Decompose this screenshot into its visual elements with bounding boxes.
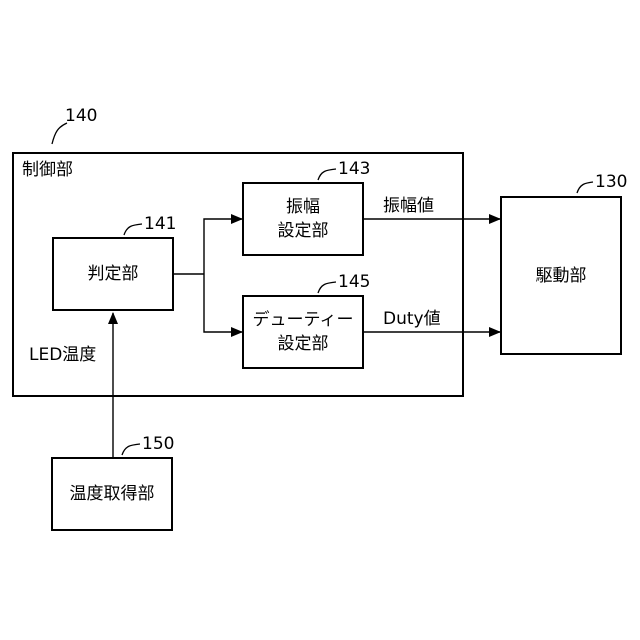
drive-unit-ref: 130 (595, 172, 627, 192)
control-unit-ref: 140 (65, 106, 97, 126)
judge-unit-box: 判定部 (52, 237, 174, 311)
drive-unit-label: 駆動部 (502, 198, 620, 353)
drive-unit-box: 駆動部 (500, 196, 622, 355)
amplitude-signal-label: 振幅値 (383, 196, 434, 216)
ref-150-leader (122, 444, 140, 455)
control-unit-title: 制御部 (22, 160, 73, 180)
temp-unit-label: 温度取得部 (53, 459, 171, 529)
judge-unit-label: 判定部 (54, 239, 172, 309)
ref-140-leader (52, 123, 67, 144)
temp-unit-box: 温度取得部 (51, 457, 173, 531)
judge-unit-ref: 141 (144, 214, 176, 234)
amplitude-unit-label: 振幅 設定部 (244, 184, 362, 254)
ref-130-leader (577, 182, 593, 193)
led-temp-signal-label: LED温度 (29, 345, 96, 365)
temp-unit-ref: 150 (142, 434, 174, 454)
duty-unit-ref: 145 (338, 272, 370, 292)
amplitude-unit-box: 振幅 設定部 (242, 182, 364, 256)
duty-signal-label: Duty値 (383, 309, 441, 329)
amplitude-unit-ref: 143 (338, 159, 370, 179)
duty-unit-label: デューティー 設定部 (244, 297, 362, 367)
duty-unit-box: デューティー 設定部 (242, 295, 364, 369)
